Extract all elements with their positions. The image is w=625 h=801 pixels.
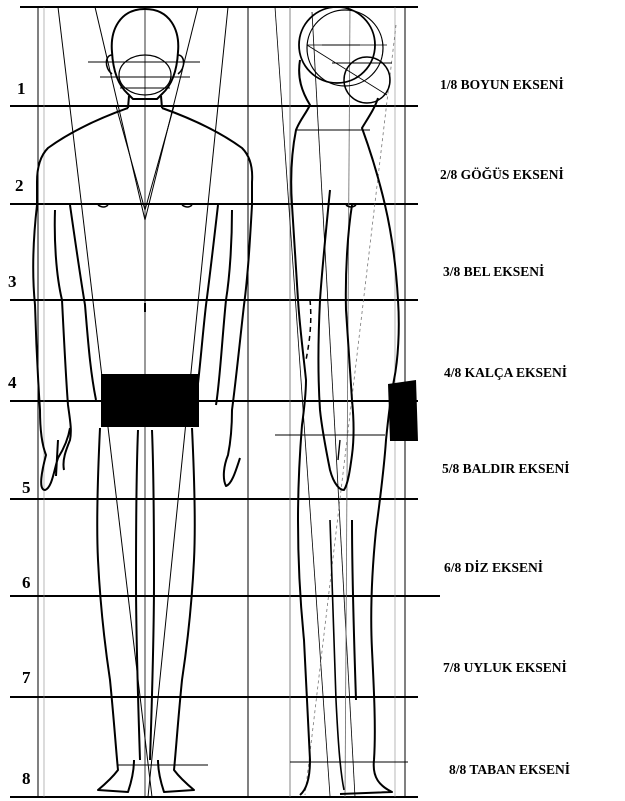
front-torso-left: [70, 205, 96, 400]
axis-label-5: 5/8 BALDIR EKSENİ: [442, 461, 570, 477]
front-left-leg: [97, 428, 140, 792]
front-right-leg: [150, 428, 195, 792]
axis-label-3: 3/8 BEL EKSENİ: [443, 264, 544, 280]
axis-label-8: 8/8 TABAN EKSENİ: [449, 762, 570, 778]
horizontal-axis-lines: [10, 7, 440, 797]
row-number-7: 7: [22, 668, 31, 688]
row-number-6: 6: [22, 573, 31, 593]
front-shoulders: [37, 108, 128, 205]
row-number-5: 5: [22, 478, 31, 498]
front-left-arm: [33, 205, 71, 490]
axis-label-1: 1/8 BOYUN EKSENİ: [440, 77, 564, 93]
side-pelvis-block: [388, 380, 418, 441]
side-back: [291, 60, 310, 795]
front-pelvis-block: [101, 374, 199, 427]
axis-label-7: 7/8 UYLUK EKSENİ: [443, 660, 567, 676]
row-number-3: 3: [8, 272, 17, 292]
axis-label-6: 6/8 DİZ EKSENİ: [444, 560, 543, 576]
axis-label-2: 2/8 GÖĞÜS EKSENİ: [440, 167, 564, 183]
front-right-arm: [216, 205, 252, 486]
axis-label-4: 4/8 KALÇA EKSENİ: [444, 365, 567, 381]
front-torso-right: [196, 205, 218, 400]
row-number-1: 1: [17, 79, 26, 99]
row-number-4: 4: [8, 373, 17, 393]
row-number-2: 2: [15, 176, 24, 196]
row-number-8: 8: [22, 769, 31, 789]
